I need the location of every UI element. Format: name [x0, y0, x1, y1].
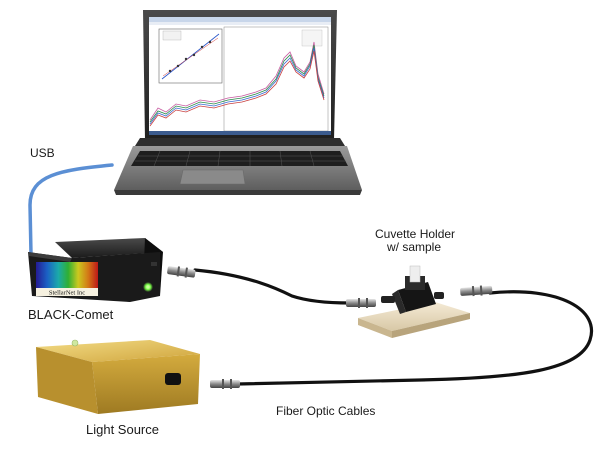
fiber-connector-holder-right: [460, 285, 493, 297]
black-comet-spectrometer: StellarNet Inc: [28, 238, 163, 302]
cuvette-holder-label-line1: Cuvette Holder: [375, 227, 456, 241]
laptop-screen: [143, 10, 337, 140]
calibration-plot-icon: [158, 28, 223, 84]
fiber-optic-cables-label: Fiber Optic Cables: [276, 404, 376, 418]
fiber-cable-holder-to-light-source: [236, 290, 594, 386]
fiber-connector-holder-left: [346, 298, 376, 308]
cuvette-holder-label: Cuvette Holder w/ sample: [375, 228, 455, 253]
usb-label: USB: [30, 146, 55, 160]
laptop: [114, 10, 362, 195]
spectrum-rainbow-label: [36, 262, 98, 288]
fiber-connector-spectrometer: [167, 266, 196, 278]
laptop-touchpad: [179, 169, 246, 185]
cuvette-sample: [409, 265, 421, 283]
usb-port: [151, 262, 157, 266]
cuvette-holder: [358, 265, 470, 338]
spectrum-plot-icon: [149, 26, 329, 132]
usb-cable: [28, 163, 114, 256]
power-indicator: [71, 339, 79, 347]
light-source-label: Light Source: [86, 422, 159, 437]
stellarnet-brand-plate: [36, 288, 98, 296]
laptop-keyboard: [131, 150, 348, 167]
fiber-connector-light-source: [210, 379, 240, 389]
cuvette-holder-base: [358, 302, 470, 331]
brand-text: StellarNet Inc: [49, 290, 85, 297]
fiber-cable-spectrometer-to-holder: [193, 268, 352, 305]
spectrometer-label: BLACK-Comet: [28, 307, 114, 322]
cuvette-holder-label-line2: w/ sample: [387, 239, 442, 254]
light-source-box: [36, 339, 200, 414]
